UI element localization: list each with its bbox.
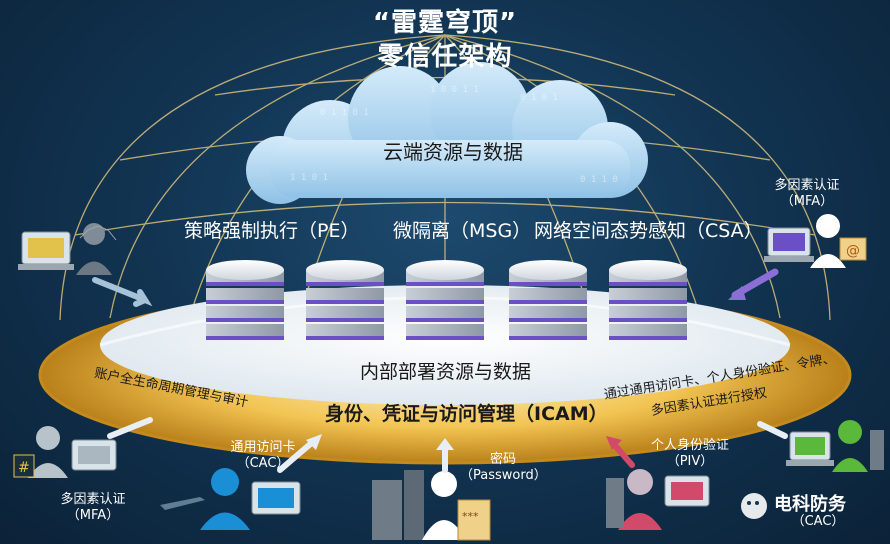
cac-left-label: 通用访问卡 （CAC） — [218, 440, 308, 471]
ring-icam-label: 身份、凭证与访问管理（ICAM） — [325, 403, 608, 425]
server-stack — [509, 260, 587, 340]
arrow-piv-head — [606, 436, 622, 450]
svg-text:@: @ — [846, 243, 860, 259]
server-group — [206, 260, 687, 340]
mfa-user-right: @ — [764, 214, 867, 268]
internal-label: 内部部署资源与数据 — [360, 361, 532, 383]
password-label: 密码 （Password） — [460, 452, 547, 483]
capability-pe: 策略强制执行（PE） — [184, 220, 360, 242]
arrow-password-head — [436, 438, 454, 450]
server-stack — [306, 260, 384, 340]
arrow-left-bottom — [107, 417, 153, 439]
server-stack — [609, 260, 687, 340]
mfa-left-line1: 多因素认证 — [60, 492, 126, 507]
cac-user-right — [786, 420, 884, 472]
mfa-right-line1: 多因素认证 — [774, 178, 840, 193]
arrow-right-upper-head — [728, 286, 746, 300]
server-stack — [206, 260, 284, 340]
capability-csa: 网络空间态势感知（CSA） — [534, 220, 763, 242]
svg-text:0 1 0 1: 0 1 0 1 — [520, 93, 558, 103]
title-line2: 零信任架构 — [377, 42, 513, 72]
server-stack — [406, 260, 484, 340]
cac-left-line2: （CAC） — [236, 455, 290, 471]
piv-line2: （PIV） — [666, 453, 714, 469]
svg-text:1 1 0 1: 1 1 0 1 — [290, 173, 328, 183]
watermark-text: 电科防务 — [774, 494, 846, 515]
mfa-user-left-bottom: # — [13, 426, 117, 478]
password-line2: （Password） — [460, 467, 547, 483]
password-user: *** — [372, 470, 491, 541]
arrow-left-upper — [92, 277, 153, 307]
mfa-user-left-upper — [18, 223, 117, 275]
cloud-label: 云端资源与数据 — [383, 140, 523, 164]
mfa-right-line2: （MFA） — [780, 193, 834, 209]
svg-text:0 1 1 0: 0 1 1 0 — [580, 175, 618, 185]
mfa-left-label: 多因素认证 （MFA） — [48, 492, 138, 523]
mfa-right-label: 多因素认证 （MFA） — [762, 178, 852, 209]
password-line1: 密码 — [489, 452, 516, 467]
arrow-cac-left-head — [306, 434, 322, 450]
piv-label: 个人身份验证 （PIV） — [642, 438, 738, 469]
watermark-logo-icon — [741, 493, 767, 519]
piv-user — [606, 469, 710, 530]
capability-msg: 微隔离（MSG） — [393, 220, 532, 242]
svg-text:0 1 1 0 1: 0 1 1 0 1 — [320, 108, 369, 118]
title-line1: “雷霆穹顶” — [372, 8, 518, 38]
cac-left-line1: 通用访问卡 — [230, 440, 296, 455]
mfa-left-line2: （MFA） — [66, 507, 120, 523]
arrow-cac-left — [277, 437, 318, 473]
cac-right-label: （CAC） — [791, 514, 845, 529]
cloud-resources: 0 1 1 0 1 1 0 0 1 1 0 1 0 1 1 1 0 1 0 1 … — [246, 62, 648, 204]
svg-text:1 0 0 1 1: 1 0 0 1 1 — [430, 85, 479, 95]
piv-line1: 个人身份验证 — [650, 438, 729, 453]
cac-user-left — [160, 468, 301, 530]
svg-text:***: *** — [462, 510, 479, 523]
arrow-cac-right — [757, 421, 788, 439]
svg-text:#: # — [18, 460, 30, 476]
